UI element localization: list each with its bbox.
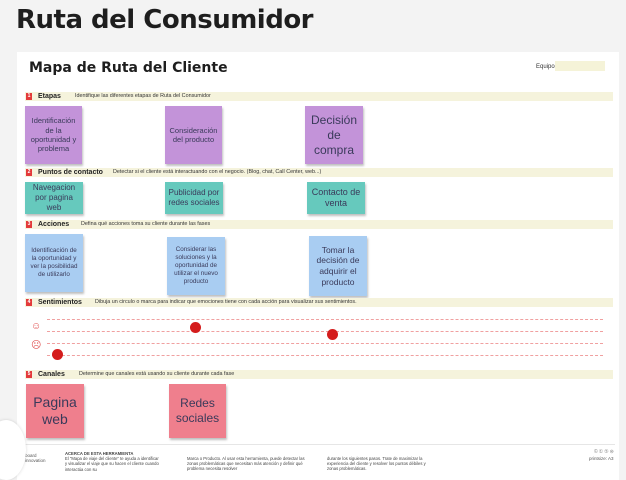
sentiment-line-mid — [47, 331, 603, 332]
section-description: Determine que canales está usando su cli… — [79, 371, 235, 377]
sticky-note-etapa-3[interactable]: Decisión de compra — [305, 106, 363, 164]
sentiment-mark-stage-3[interactable] — [327, 329, 338, 340]
footer-about: ACERCA DE ESTA HERRAMIENTA El "Mapa de v… — [65, 451, 160, 472]
section-number: 4 — [26, 299, 32, 306]
sentiment-line-top — [47, 319, 603, 320]
frown-icon: ☹ — [31, 340, 42, 351]
section-description: Identifique las diferentes etapas de Rut… — [75, 93, 211, 99]
sentiment-mark-stage-2[interactable] — [190, 322, 201, 333]
sticky-note-etapa-2[interactable]: Consideración del producto — [165, 106, 222, 164]
sentiment-line-bottom — [47, 355, 603, 356]
sticky-note-accion-1[interactable]: Identificación de la oportunidad y ver l… — [25, 234, 83, 292]
section-name: Puntos de contacto — [38, 169, 103, 176]
team-label: Equipo — [536, 64, 555, 70]
footer-about-title: ACERCA DE ESTA HERRAMIENTA — [65, 451, 134, 456]
section-name: Etapas — [38, 93, 61, 100]
license-icons: ©①⑤⊜ — [594, 449, 615, 455]
section-sentimientos: 4 Sentimientos Dibuja un circulo o marca… — [25, 298, 613, 307]
section-number: 1 — [26, 93, 32, 100]
journey-map-board: Mapa de Ruta del Cliente Equipo 1 Etapas… — [17, 52, 619, 480]
sticky-note-canal-2[interactable]: Redes sociales — [169, 384, 226, 438]
section-number: 2 — [26, 169, 32, 176]
footer-col-2: Marca o Producto. Al usar esta herramien… — [187, 456, 305, 472]
smile-icon: ☺ — [31, 321, 42, 332]
section-name: Acciones — [38, 221, 70, 228]
section-number: 3 — [26, 221, 32, 228]
print-size-note: printsize: A3 — [589, 456, 614, 461]
section-description: Detectar si el cliente está interactuand… — [113, 169, 322, 175]
footer-about-text: El "Mapa de viaje del cliente" te ayuda … — [65, 456, 159, 472]
section-acciones: 3 Acciones Defina qué acciones toma su c… — [25, 220, 613, 229]
section-etapas: 1 Etapas Identifique las diferentes etap… — [25, 92, 613, 101]
sentiment-line-low — [47, 343, 603, 344]
section-name: Canales — [38, 371, 65, 378]
board-footer: board innovation ACERCA DE ESTA HERRAMIE… — [25, 444, 615, 478]
sticky-note-canal-1[interactable]: Pagina web — [26, 384, 84, 438]
footer-col-3: durante los siguientes pasos. Trate de m… — [327, 456, 426, 472]
team-field[interactable] — [555, 61, 605, 71]
sticky-note-accion-3[interactable]: Tomar la decisión de adquirir el product… — [309, 236, 367, 296]
page-title: Ruta del Consumidor — [16, 5, 314, 35]
section-description: Dibuja un circulo o marca para indicar q… — [95, 299, 357, 305]
sticky-note-punto-2[interactable]: Publicidad por redes sociales — [165, 182, 223, 214]
section-puntos-contacto: 2 Puntos de contacto Detectar si el clie… — [25, 168, 613, 177]
sticky-note-etapa-1[interactable]: Identificación de la oportunidad y probl… — [25, 106, 82, 164]
sticky-note-punto-3[interactable]: Contacto de venta — [307, 182, 365, 214]
section-description: Defina qué acciones toma su cliente dura… — [81, 221, 211, 227]
sticky-note-punto-1[interactable]: Navegacion por pagina web — [25, 182, 83, 214]
board-innovation-logo: board innovation — [25, 453, 46, 463]
sentiment-mark-stage-1[interactable] — [52, 349, 63, 360]
board-title: Mapa de Ruta del Cliente — [29, 60, 228, 76]
section-name: Sentimientos — [38, 299, 82, 306]
sticky-note-accion-2[interactable]: Considerar las soluciones y la oportunid… — [167, 237, 225, 295]
section-canales: 5 Canales Determine que canales está usa… — [25, 370, 613, 379]
section-number: 5 — [26, 371, 32, 378]
